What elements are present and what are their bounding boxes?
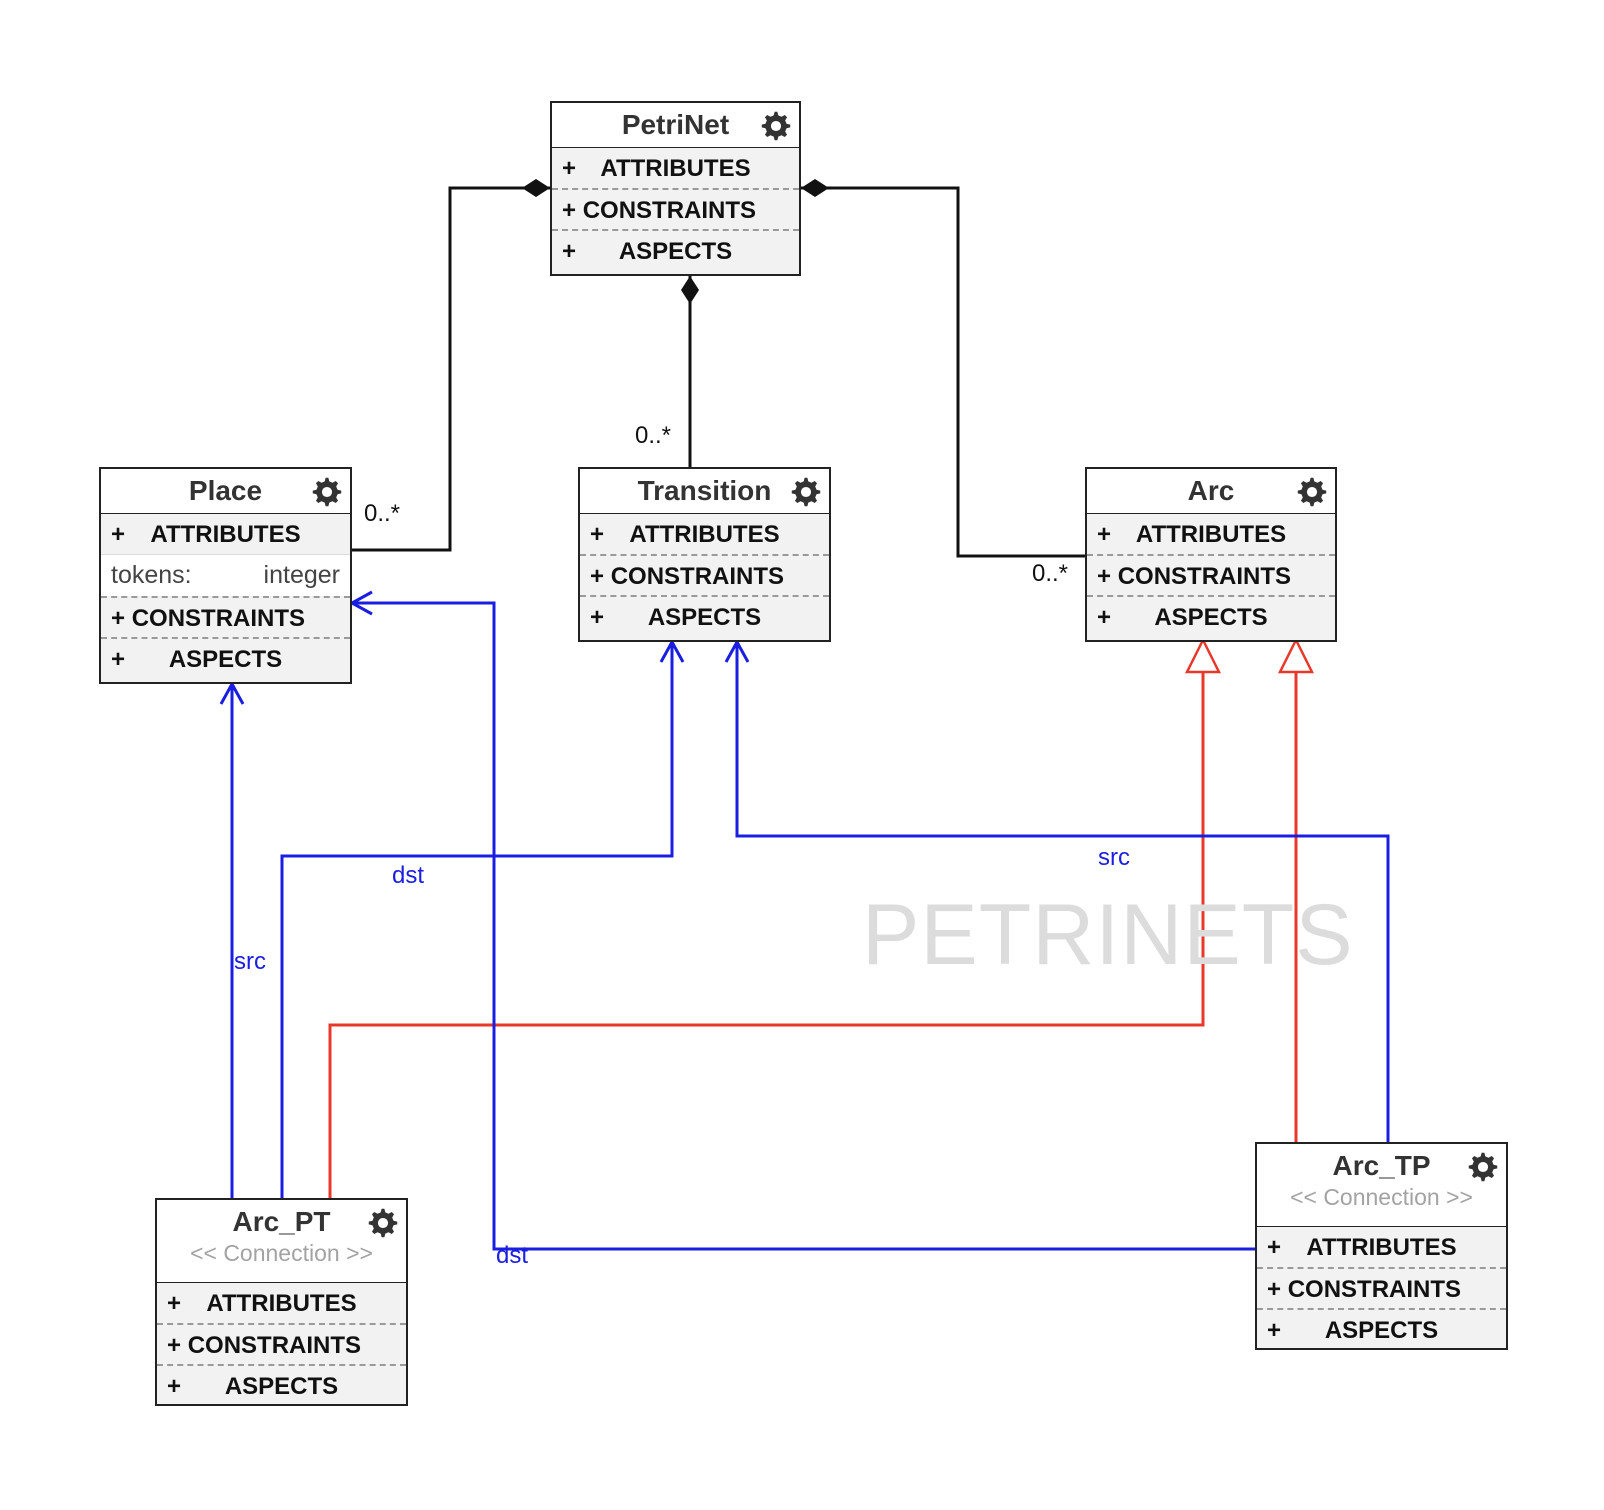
multiplicity-place: 0..* [364,500,401,527]
section-aspects[interactable]: +ASPECTS [1257,1308,1506,1349]
label-arc-tp-dst: dst [496,1242,529,1269]
node-header: Transition [580,469,829,513]
section-label: ASPECTS [168,646,283,673]
section-aspects[interactable]: +ASPECTS [101,637,350,678]
section-label: ATTRIBUTES [629,521,780,548]
section-label: CONSTRAINTS [1287,1276,1462,1303]
edge-arc-tp-dst[interactable] [352,601,1255,1251]
attribute-row[interactable]: tokens: integer [101,554,350,596]
section-constraints[interactable]: + CONSTRAINTS [1257,1267,1506,1308]
section-label: ATTRIBUTES [206,1290,357,1317]
node-header: Arc [1087,469,1335,513]
node-header: Place [101,469,350,513]
node-stereotype: << Connection >> [190,1240,373,1266]
section-attributes[interactable]: +ATTRIBUTES [1087,513,1335,554]
section-label: CONSTRAINTS [582,197,757,224]
gear-icon[interactable] [789,475,823,509]
label-arc-tp-src: src [1098,844,1130,871]
section-label: CONSTRAINTS [187,1332,362,1359]
node-header: PetriNet [552,103,799,147]
edge-petrinet-arc[interactable] [801,186,1085,558]
gear-icon[interactable] [1295,475,1329,509]
node-petrinet[interactable]: PetriNet +ATTRIBUTES + CONSTRAINTS +ASPE… [550,101,801,276]
attribute-type: integer [263,561,340,589]
multiplicity-transition: 0..* [635,422,672,449]
node-title: Arc [1187,475,1235,506]
section-aspects[interactable]: +ASPECTS [1087,595,1335,636]
arrowhead-arc-pt-src [219,680,245,705]
section-attributes[interactable]: +ATTRIBUTES [552,147,799,188]
section-aspects[interactable]: +ASPECTS [157,1364,406,1405]
section-constraints[interactable]: + CONSTRAINTS [1087,554,1335,595]
node-title: Arc_PT [232,1206,331,1237]
node-arc-tp[interactable]: Arc_TP << Connection >> +ATTRIBUTES + CO… [1255,1142,1508,1350]
arrowhead-arc-pt-dst [659,638,685,663]
node-stereotype: << Connection >> [1290,1184,1473,1210]
section-label: ATTRIBUTES [600,155,751,182]
section-label: ASPECTS [618,238,733,265]
node-place[interactable]: Place +ATTRIBUTES tokens: integer + CONS… [99,467,352,684]
edge-arc-tp-src[interactable] [735,642,1390,1142]
node-title: Arc_TP [1332,1150,1431,1181]
section-constraints[interactable]: + CONSTRAINTS [157,1323,406,1364]
section-attributes[interactable]: +ATTRIBUTES [101,513,350,554]
inheritance-triangle-arc-pt [1184,637,1222,674]
node-transition[interactable]: Transition +ATTRIBUTES + CONSTRAINTS +AS… [578,467,831,642]
section-label: ATTRIBUTES [1306,1234,1457,1261]
node-title: PetriNet [621,109,730,140]
composition-diamond-arc [801,179,829,197]
section-label: ASPECTS [224,1373,339,1400]
section-aspects[interactable]: +ASPECTS [580,595,829,636]
section-label: ATTRIBUTES [150,521,301,548]
section-attributes[interactable]: +ATTRIBUTES [157,1282,406,1323]
section-constraints[interactable]: + CONSTRAINTS [580,554,829,595]
node-header: Arc_TP << Connection >> [1257,1144,1506,1226]
section-label: ASPECTS [647,604,762,631]
arrowhead-arc-tp-dst [348,590,373,616]
composition-diamond-transition [681,276,699,304]
label-arc-pt-src: src [234,948,266,975]
section-label: ASPECTS [1324,1317,1439,1344]
section-attributes[interactable]: +ATTRIBUTES [1257,1226,1506,1267]
section-label: CONSTRAINTS [1117,563,1292,590]
node-title: Transition [637,475,772,506]
arrowhead-arc-tp-src [724,638,750,663]
label-arc-pt-dst: dst [392,862,425,889]
attribute-name: tokens: [111,561,192,589]
gear-icon[interactable] [310,475,344,509]
section-label: CONSTRAINTS [610,563,785,590]
composition-diamond-place [522,179,550,197]
node-arc[interactable]: Arc +ATTRIBUTES + CONSTRAINTS +ASPECTS [1085,467,1337,642]
multiplicity-arc: 0..* [1032,560,1069,587]
watermark-text: PETRINETS [862,887,1354,983]
inheritance-triangle-arc-tp [1277,637,1315,674]
section-aspects[interactable]: +ASPECTS [552,229,799,270]
section-label: CONSTRAINTS [131,605,306,632]
edge-petrinet-place[interactable] [352,186,550,552]
section-constraints[interactable]: + CONSTRAINTS [101,596,350,637]
node-title: Place [188,475,263,506]
gear-icon[interactable] [366,1206,400,1240]
section-label: ASPECTS [1154,604,1268,631]
section-label: ATTRIBUTES [1135,521,1287,548]
section-attributes[interactable]: +ATTRIBUTES [580,513,829,554]
node-header: Arc_PT << Connection >> [157,1200,406,1282]
gear-icon[interactable] [1466,1150,1500,1184]
node-arc-pt[interactable]: Arc_PT << Connection >> +ATTRIBUTES + CO… [155,1198,408,1406]
section-constraints[interactable]: + CONSTRAINTS [552,188,799,229]
gear-icon[interactable] [759,109,793,143]
edge-arc-pt-dst[interactable] [280,642,674,1198]
edge-arc-pt-inherits-arc[interactable] [328,672,1205,1198]
